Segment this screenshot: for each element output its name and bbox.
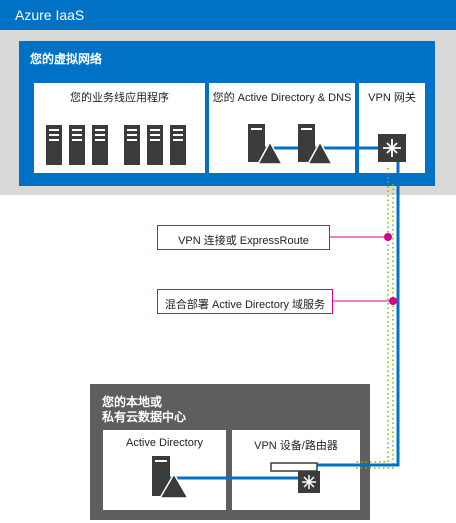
- onprem-vpn-label: VPN 设备/路由器: [254, 440, 338, 452]
- router-icon: [378, 134, 406, 162]
- azure-title: Azure IaaS: [15, 7, 85, 23]
- onprem-title-line2: 私有云数据中心: [102, 410, 187, 424]
- ad-dns-box: 您的 Active Directory & DNS: [209, 83, 355, 173]
- ad-dns-label: 您的 Active Directory & DNS: [212, 92, 352, 104]
- onprem-title-line1: 您的本地或: [102, 395, 163, 409]
- vpn-connection-line: [300, 162, 400, 467]
- onprem-ad-label: Active Directory: [125, 437, 204, 449]
- vpn-device-icon: [270, 462, 320, 493]
- azure-header: Azure IaaS: [0, 0, 456, 30]
- callout-dot-vpn: [384, 233, 392, 241]
- vpn-callout: VPN 连接或 ExpressRoute: [157, 225, 330, 250]
- lob-apps-label: 您的业务线应用程序: [70, 92, 169, 104]
- server-triangle-icon: [248, 124, 334, 165]
- hybrid-callout-label: 混合部署 Active Directory 域服务: [164, 299, 326, 311]
- server-triangle-icon: [152, 456, 190, 499]
- hybrid-callout: 混合部署 Active Directory 域服务: [157, 289, 333, 314]
- callout-dot-hybrid: [389, 297, 397, 305]
- dotted-connection-line-2: [356, 184, 394, 469]
- vnet-title: 您的虚拟网络: [30, 52, 103, 66]
- dotted-connection-line: [356, 168, 389, 463]
- vpn-callout-label: VPN 连接或 ExpressRoute: [178, 235, 309, 247]
- vpn-gateway-label: VPN 网关: [368, 92, 416, 104]
- server-icon: [46, 125, 186, 165]
